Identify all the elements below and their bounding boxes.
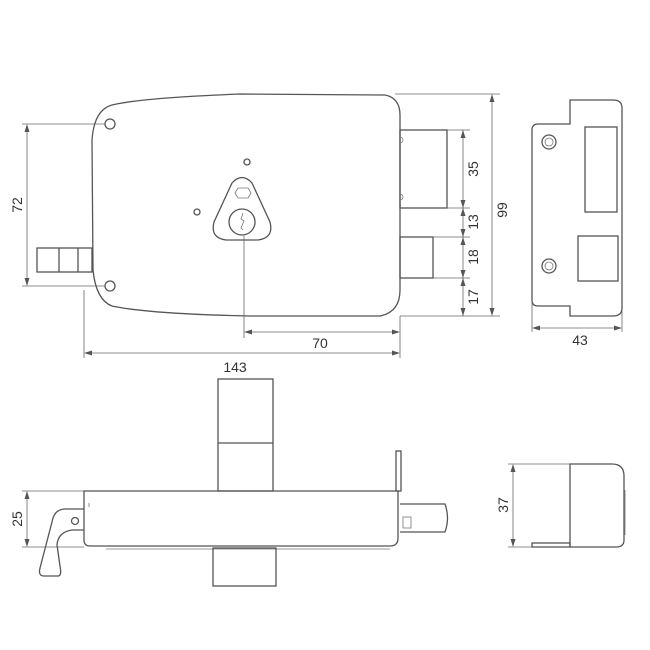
deadbolt-pins: [399, 136, 404, 201]
deadbolt-opening: [584, 126, 618, 213]
latch-bolt: [399, 236, 434, 279]
lock-case-side: [83, 490, 399, 547]
dim-72: 72: [9, 123, 105, 287]
keyhole-icon: [240, 212, 245, 231]
front-view: 72 99 35 13 18 17 70: [9, 93, 510, 375]
key-cylinder: [228, 208, 256, 236]
brand-logo-icon: [234, 187, 252, 199]
svg-text:37: 37: [495, 497, 511, 513]
deadbolt: [399, 129, 448, 209]
fixing-hole-bottom: [104, 280, 116, 292]
dim-99: 99: [395, 93, 510, 317]
dim-43: 43: [531, 300, 623, 348]
dim-37: 37: [495, 463, 570, 548]
svg-text:18: 18: [465, 249, 481, 265]
strike-side-view: 37: [495, 463, 626, 548]
svg-text:13: 13: [465, 214, 481, 230]
dim-70: 70: [243, 236, 400, 351]
side-latch: [36, 247, 93, 273]
svg-text:99: 99: [494, 202, 510, 218]
svg-text:72: 72: [9, 197, 25, 213]
svg-text:17: 17: [465, 289, 481, 305]
dim-25: 25: [9, 490, 84, 548]
side-view: 25: [9, 378, 449, 587]
cylinder-housing-top: [217, 378, 274, 492]
svg-text:143: 143: [223, 359, 247, 375]
fixing-hole-top: [104, 118, 116, 130]
strike-plate: [531, 99, 623, 317]
svg-text:43: 43: [572, 332, 588, 348]
dim-stack-right: 35 13 18 17: [433, 129, 481, 316]
dim-143: 143: [83, 290, 401, 375]
svg-text:25: 25: [9, 511, 25, 527]
face-plate: [395, 450, 402, 492]
side-latch-lever: [38, 508, 84, 577]
cylinder-escutcheon: [212, 176, 272, 241]
lock-case: [91, 93, 401, 317]
strike-plate-view: 43: [531, 99, 623, 348]
svg-text:35: 35: [465, 161, 481, 177]
strike-box-side: [569, 463, 625, 548]
small-hole-left: [193, 208, 201, 216]
svg-text:70: 70: [312, 335, 328, 351]
bolt-side: [400, 503, 449, 533]
cylinder-housing-bottom: [212, 547, 277, 587]
latch-opening: [577, 235, 619, 282]
small-hole-top: [243, 158, 251, 166]
